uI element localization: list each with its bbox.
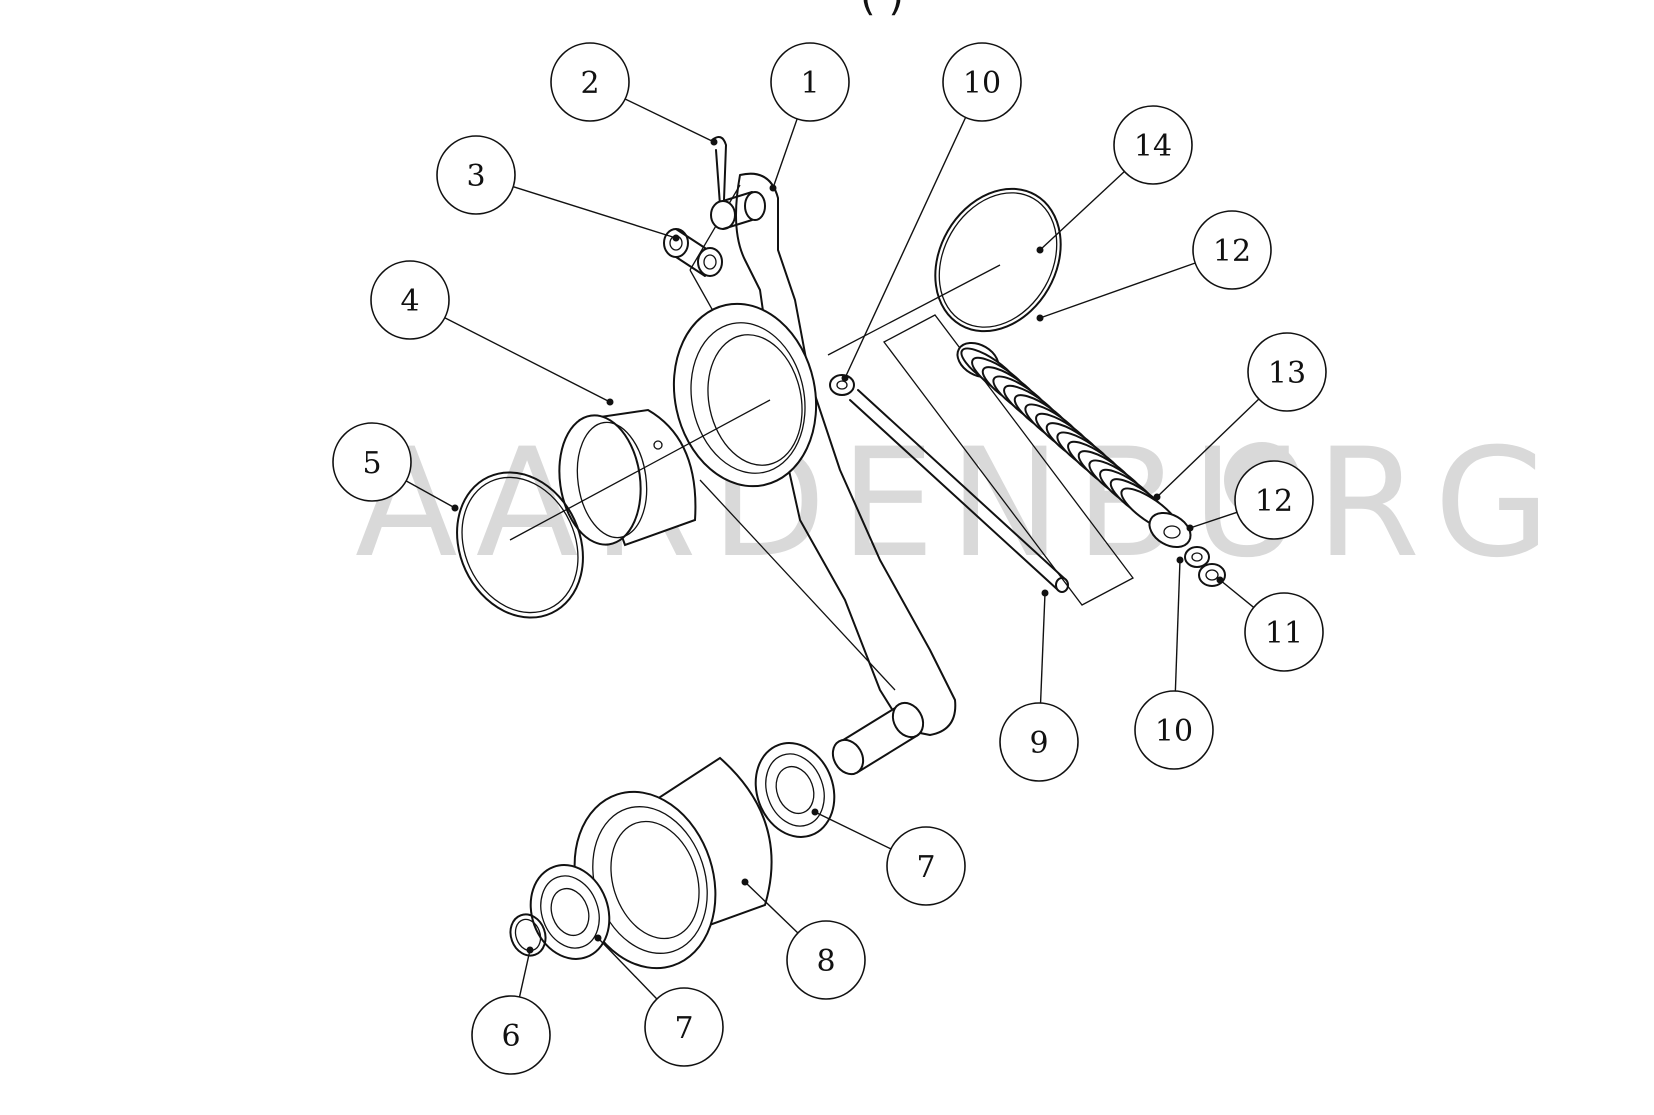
callout-number: 11 — [1265, 616, 1303, 651]
callout-leader-dot — [710, 138, 718, 146]
callout-balloon — [1134, 690, 1214, 770]
callout-leader-line — [744, 881, 799, 934]
callout-balloon — [1234, 460, 1314, 540]
part-7-bearing-lower — [529, 864, 611, 960]
callout-number: 8 — [816, 944, 835, 979]
callout-leader-dot — [1036, 246, 1044, 254]
callout-leader-dot — [1176, 556, 1184, 564]
callout-number: 5 — [362, 446, 381, 481]
part-14-ring — [934, 187, 1062, 333]
callout-number: 10 — [1155, 714, 1193, 749]
callout-number: 10 — [963, 66, 1001, 101]
callout-number: 3 — [466, 159, 485, 194]
callout-leader-line — [512, 186, 677, 239]
callout-leader-dot — [1216, 576, 1224, 584]
callout-leader-dot — [1041, 589, 1049, 597]
callout-number: 9 — [1029, 726, 1048, 761]
callout-leader-dot — [811, 808, 819, 816]
callout-balloon — [644, 987, 724, 1067]
callout-balloon — [999, 702, 1079, 782]
callout-leader-line — [518, 949, 531, 998]
lever-ring-housing — [672, 302, 818, 488]
callout-balloon — [886, 826, 966, 906]
part-8-roller — [573, 756, 773, 970]
callout-leader-dot — [1186, 524, 1194, 532]
callout-balloon — [1192, 210, 1272, 290]
callout-number: 12 — [1255, 484, 1293, 519]
callout-balloon — [436, 135, 516, 215]
callout-number: 2 — [580, 66, 599, 101]
callout-leader-dot — [594, 934, 602, 942]
callout-balloon — [770, 42, 850, 122]
callout-leader-line — [1039, 171, 1125, 251]
callout-number: 13 — [1268, 356, 1306, 391]
callout-leader-dot — [769, 184, 777, 192]
callout-leader-dot — [1153, 493, 1161, 501]
callout-leader-line — [1219, 579, 1255, 608]
header-fragment: ( ) — [860, 0, 904, 20]
callout-leader-dot — [1036, 314, 1044, 322]
callout-number: 12 — [1213, 234, 1251, 269]
callout-leader-dot — [672, 234, 680, 242]
callout-leader-dot — [841, 374, 849, 382]
callout-leader-line — [1039, 592, 1046, 704]
part-3-bushing — [663, 228, 723, 277]
part-4-sleeve — [558, 408, 697, 547]
part-10-nut-upper — [829, 374, 855, 396]
callout-balloon — [786, 920, 866, 1000]
callout-balloon — [1113, 105, 1193, 185]
callout-balloon — [332, 422, 412, 502]
callout-leader-line — [444, 317, 611, 403]
callout-leader-dot — [451, 504, 459, 512]
callout-leader-line — [1039, 262, 1196, 319]
part-5-snap-ring — [456, 471, 584, 619]
rod-assembly-outline — [883, 314, 1134, 606]
callout-leader-dot — [526, 946, 534, 954]
part-2-cotter-pin — [711, 135, 727, 206]
callout-leader-line — [405, 480, 456, 509]
callout-balloon — [942, 42, 1022, 122]
roller-axle-shaft — [831, 701, 925, 776]
callout-number: 7 — [916, 850, 935, 885]
watermark-text: AARDENBURG — [355, 417, 1564, 591]
callout-leader-line — [844, 117, 967, 379]
callout-number: 1 — [800, 66, 819, 101]
callout-balloon — [471, 995, 551, 1075]
callout-leader-line — [1189, 511, 1238, 529]
callout-leader-line — [1156, 398, 1260, 498]
lever-pivot-pin — [710, 191, 766, 230]
callout-balloon — [550, 42, 630, 122]
callout-number: 7 — [674, 1011, 693, 1046]
part-12-spring-seat-lower — [1148, 511, 1192, 549]
part-10-nut-lower — [1184, 546, 1210, 568]
callout-balloon — [1247, 332, 1327, 412]
callout-leader-line — [597, 937, 658, 1000]
callout-leader-line — [1174, 559, 1181, 692]
callout-leader-line — [772, 118, 798, 189]
callout-balloon — [370, 260, 450, 340]
callout-number: 4 — [400, 284, 419, 319]
callout-leader-line — [814, 811, 892, 850]
callout-leader-dot — [606, 398, 614, 406]
callout-leader-dot — [741, 878, 749, 886]
callout-number: 14 — [1134, 129, 1172, 164]
callout-balloon — [1244, 592, 1324, 672]
callout-leader-line — [624, 98, 715, 143]
callout-number: 6 — [501, 1019, 520, 1054]
